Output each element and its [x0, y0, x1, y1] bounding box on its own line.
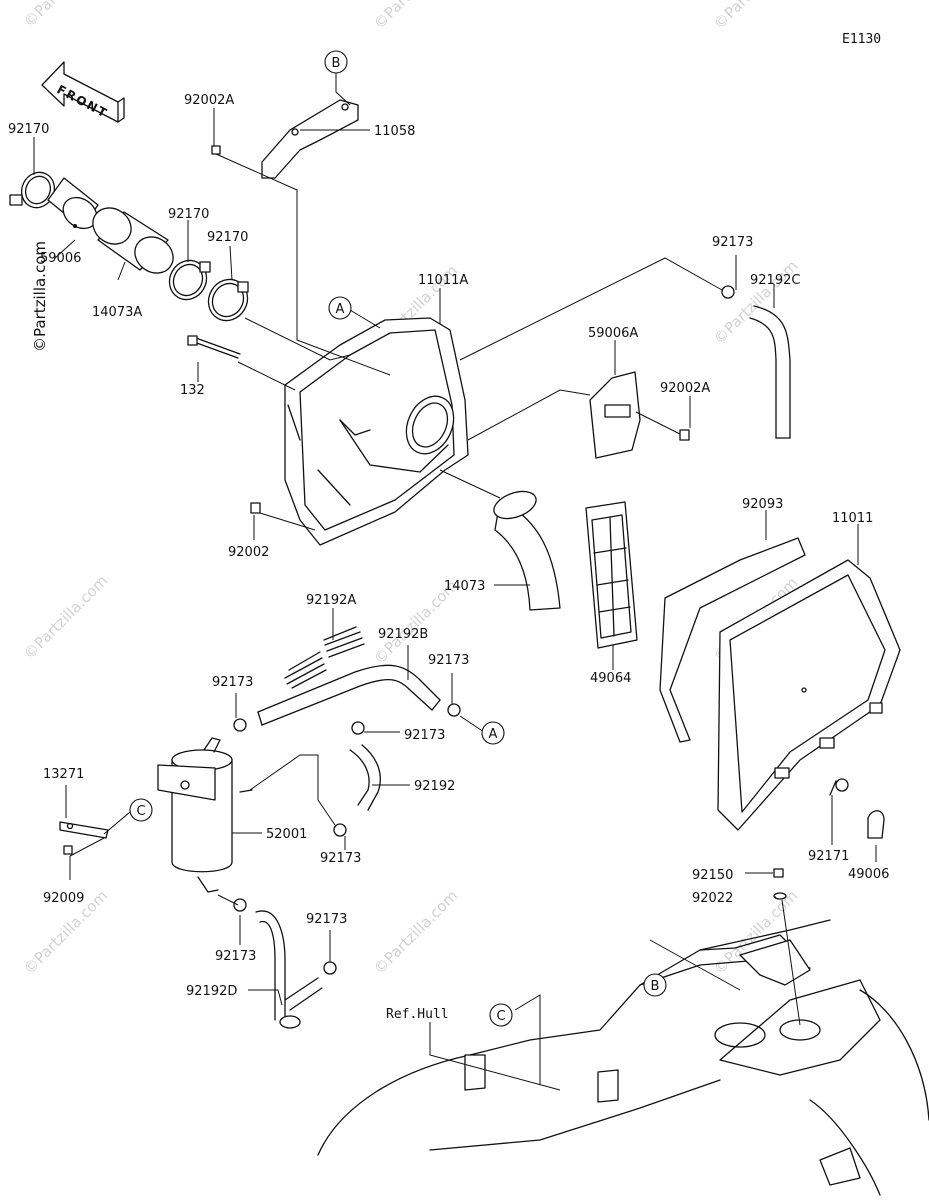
- watermark: ©Partzilla.com: [710, 257, 801, 348]
- part-label: 14073A: [92, 305, 142, 320]
- part-label: 92002A: [660, 381, 710, 396]
- part-label: 49006: [848, 867, 889, 882]
- callout-a-top: A: [328, 296, 352, 320]
- leader-lines: [33, 73, 877, 1091]
- part-label: 92002: [228, 545, 269, 560]
- sleeve-59006: [47, 177, 99, 230]
- watermark: ©Partzilla.com: [20, 572, 111, 663]
- part-label: 132: [180, 383, 205, 398]
- callout-c-left: C: [129, 798, 153, 822]
- clamp-92173-e: [233, 898, 247, 912]
- hose-92192c: [749, 305, 791, 439]
- part-label: 92093: [742, 497, 783, 512]
- part-label: 92173: [320, 851, 361, 866]
- front-arrow-icon: FRONT: [41, 61, 125, 123]
- part-label: 14073: [444, 579, 485, 594]
- watermark: ©Partzilla.com: [370, 887, 461, 978]
- callout-c-bottom: C: [489, 1003, 513, 1027]
- part-label: 92192C: [750, 273, 800, 288]
- spring-92192a: [284, 626, 365, 689]
- part-label: 92192A: [306, 593, 356, 608]
- canister-52001: [157, 737, 253, 893]
- svg-text:C: C: [496, 1009, 505, 1024]
- part-labels: 92170 59006 14073A 92170 92170 92002A 11…: [8, 93, 889, 1022]
- hose-92192b: [257, 664, 441, 726]
- clamp-92170-left: [9, 171, 56, 209]
- part-label: 11058: [374, 124, 415, 139]
- part-label: 92173: [404, 728, 445, 743]
- clamp-92170-mid2: [207, 278, 249, 322]
- svg-text:C: C: [136, 804, 145, 819]
- part-label: 11011: [832, 511, 873, 526]
- part-label: 49064: [590, 671, 631, 686]
- clamp-92170-mid1: [168, 259, 211, 301]
- screen-49064: [585, 501, 638, 649]
- clamp-92173-d: [333, 823, 347, 837]
- part-label: 92173: [212, 675, 253, 690]
- bolt-92009: [63, 845, 73, 855]
- clamp-92171: [829, 778, 849, 796]
- tube-14073a: [92, 207, 174, 274]
- part-label: 92009: [43, 891, 84, 906]
- bolt-92150: [773, 868, 784, 878]
- gasket-92093: [659, 537, 806, 743]
- bolt-92002: [250, 502, 261, 514]
- clamp-92173-f: [323, 961, 337, 975]
- part-label: 59006: [40, 251, 81, 266]
- hull-reference: [317, 919, 929, 1196]
- bolt-132: [187, 335, 241, 359]
- part-label: 92173: [215, 949, 256, 964]
- cover-11011: [717, 559, 901, 831]
- part-label: 92022: [692, 891, 733, 906]
- copyright-vertical: ©Partzilla.com: [31, 241, 49, 352]
- part-label: 92002A: [184, 93, 234, 108]
- hose-92192: [349, 744, 381, 811]
- part-label: 92192: [414, 779, 455, 794]
- clamp-92173-b: [233, 718, 247, 732]
- part-label: 92170: [168, 207, 209, 222]
- part-label: 92192B: [378, 627, 428, 642]
- part-label: 92171: [808, 849, 849, 864]
- bolt-92002a-mid: [679, 429, 690, 441]
- part-label: 92173: [428, 653, 469, 668]
- part-label: 92173: [712, 235, 753, 250]
- clamp-92173-a: [447, 703, 461, 717]
- washer-92022: [773, 892, 787, 900]
- svg-text:B: B: [651, 979, 660, 994]
- part-label: 92192D: [186, 984, 237, 999]
- part-label: 13271: [43, 767, 84, 782]
- callout-a-bottom: A: [481, 721, 505, 745]
- duct-14073: [493, 490, 561, 611]
- airbox-case-11011a: [284, 317, 469, 546]
- clamp-92173-top: [721, 285, 735, 299]
- svg-text:B: B: [332, 56, 341, 71]
- plate-59006a: [589, 371, 641, 459]
- part-label: 92150: [692, 868, 733, 883]
- part-label: 92170: [207, 230, 248, 245]
- ref-hull-label: Ref.Hull: [386, 1007, 449, 1022]
- watermark: ©Partzilla.com: [710, 0, 801, 33]
- hose-92192d: [255, 910, 323, 1029]
- clamp-92173-c: [351, 721, 365, 735]
- cap-49006: [867, 810, 885, 839]
- part-label: 92170: [8, 122, 49, 137]
- diagram-code: E1130: [842, 32, 881, 47]
- bracket-13271: [59, 821, 109, 839]
- part-label: 92173: [306, 912, 347, 927]
- part-label: 11011A: [418, 273, 468, 288]
- watermark: ©Partzilla.com: [20, 0, 111, 31]
- svg-text:A: A: [489, 727, 498, 742]
- svg-text:A: A: [336, 302, 345, 317]
- callout-b-top: B: [324, 50, 348, 74]
- part-label: 52001: [266, 827, 307, 842]
- part-label: 59006A: [588, 326, 638, 341]
- bolt-92002a-top: [211, 145, 221, 155]
- watermark: ©Partzilla.com: [370, 0, 461, 33]
- callout-b-bottom: B: [643, 973, 667, 997]
- bracket-11058: [261, 99, 359, 179]
